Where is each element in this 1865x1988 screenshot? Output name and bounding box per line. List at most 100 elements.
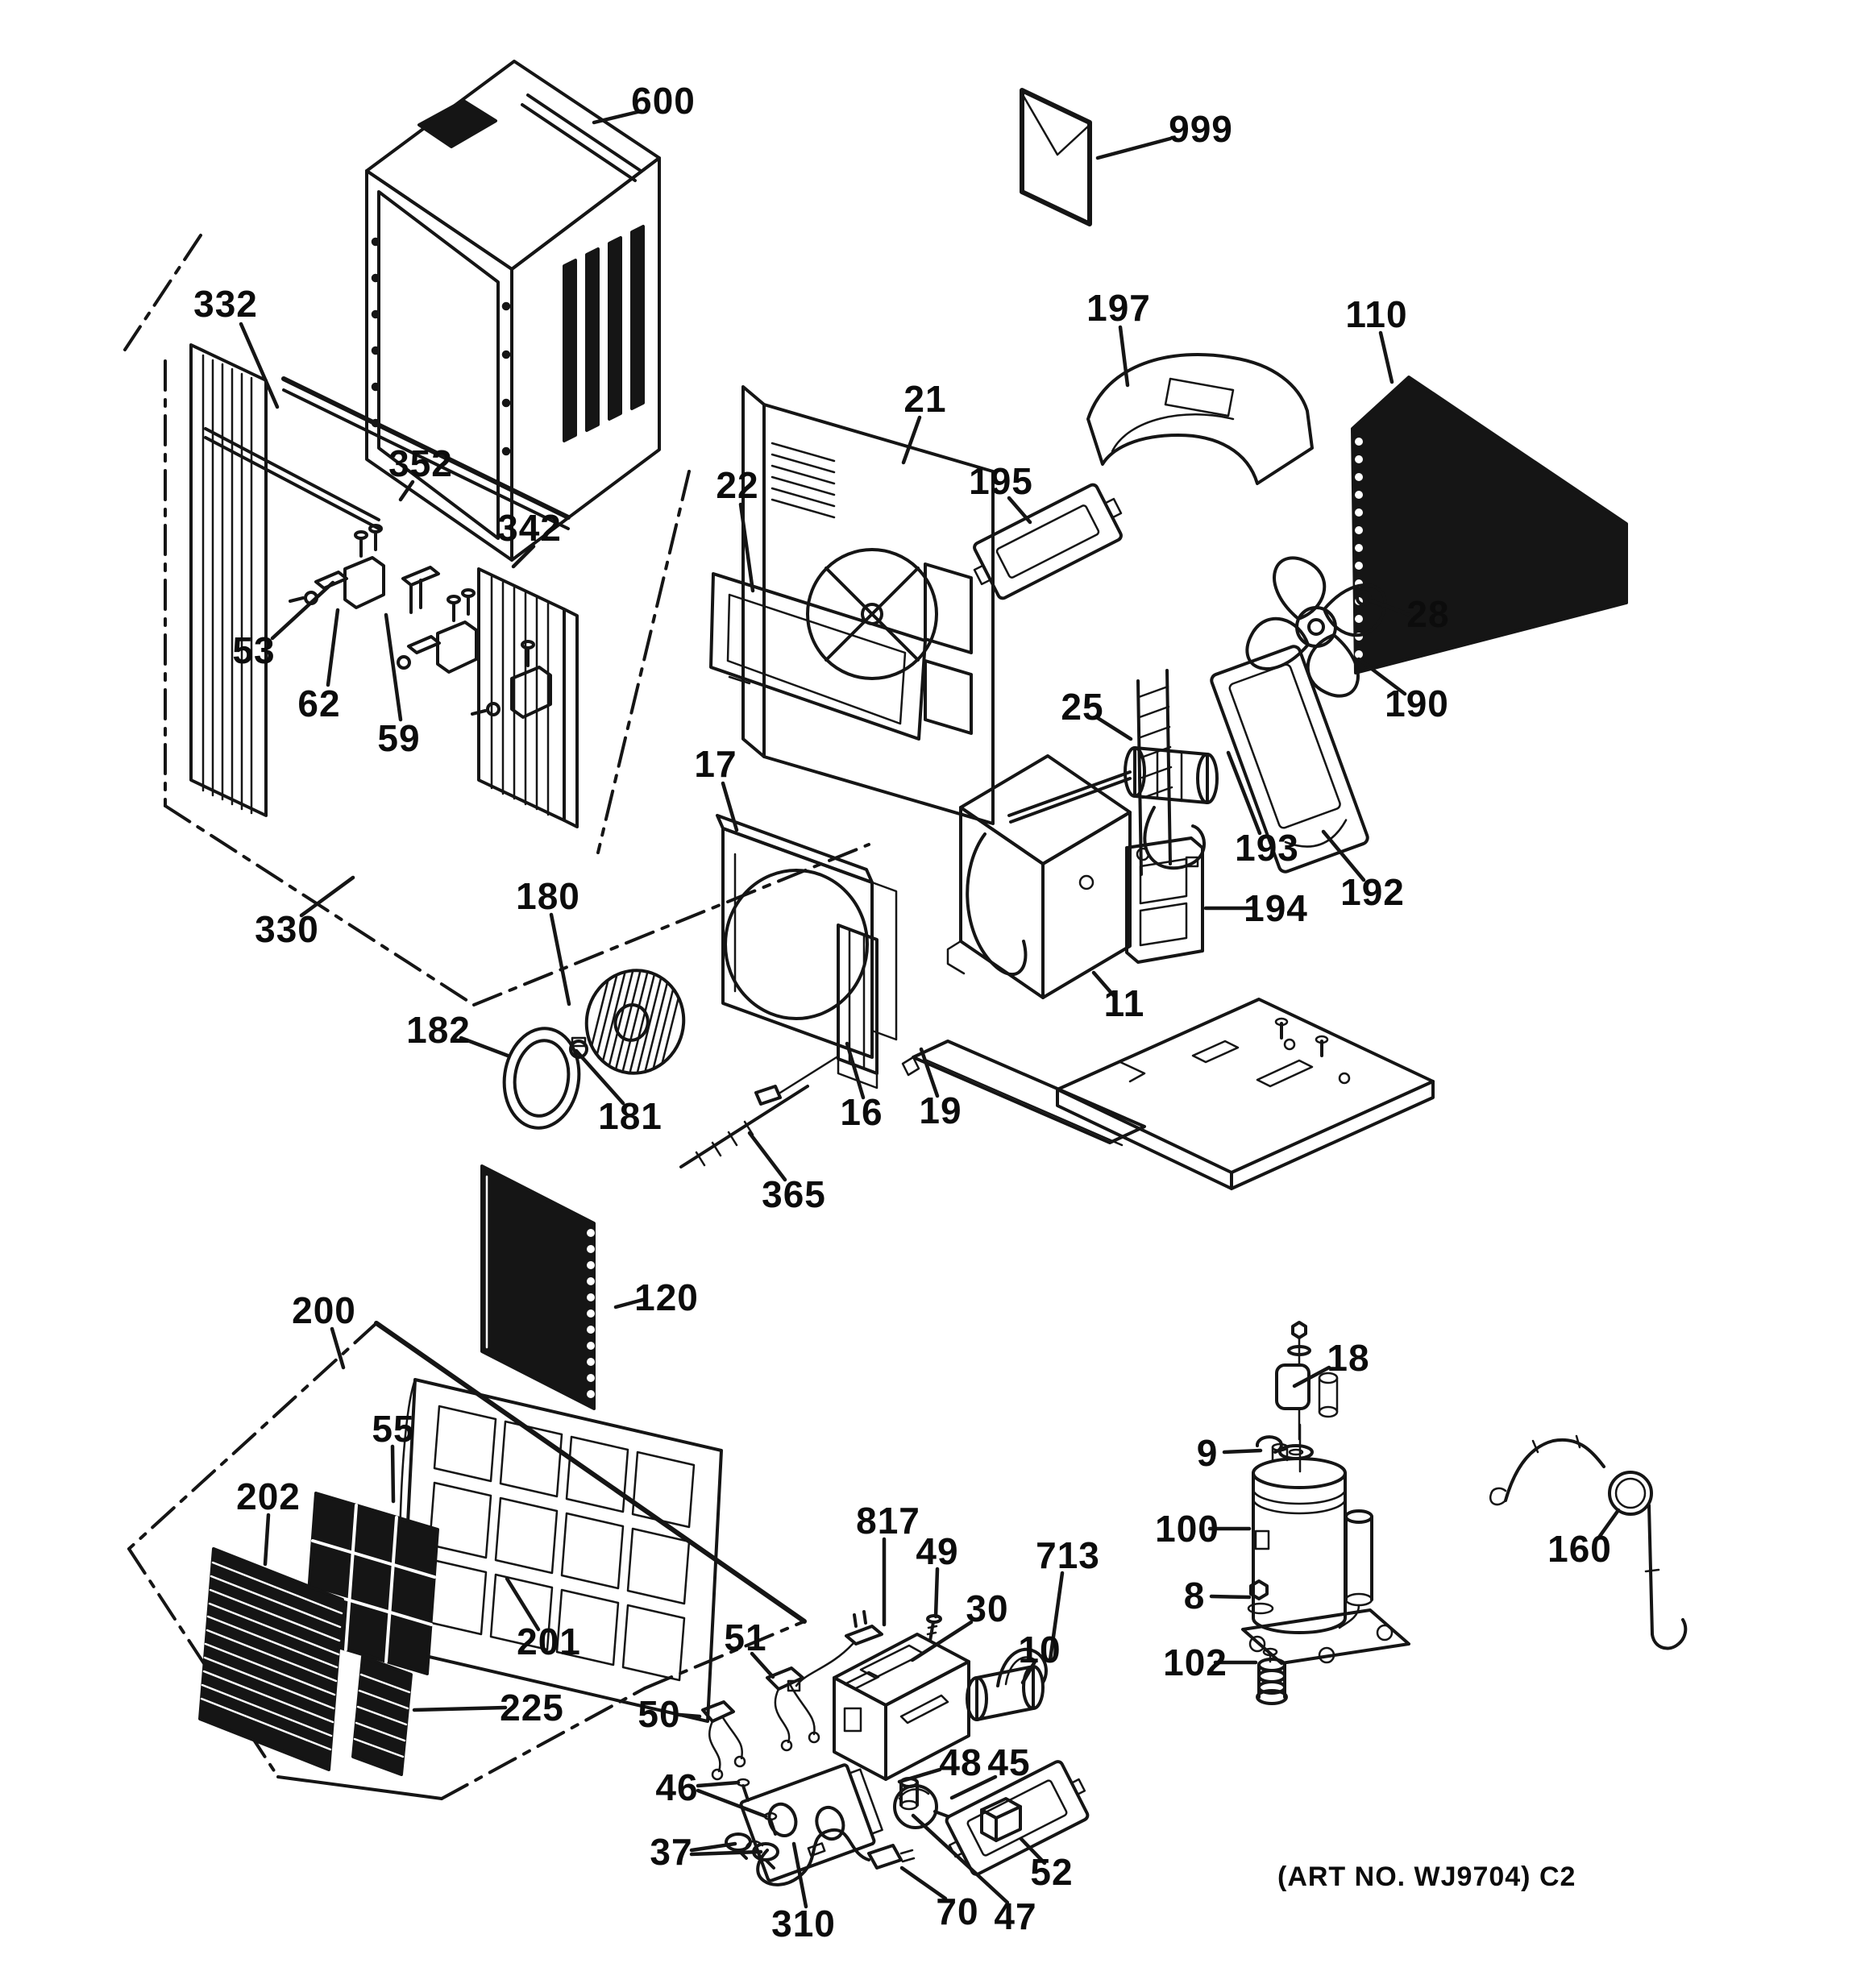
leader-line-53 (270, 580, 335, 641)
leader-line-120 (613, 1297, 648, 1309)
part-label-193: 193 (1235, 827, 1299, 869)
evap-coil-120-sketch (480, 1164, 596, 1410)
blower-wheel-180-sketch (584, 969, 686, 1075)
leader-line-201 (505, 1576, 541, 1632)
washer-9-sketch (1255, 1435, 1314, 1460)
part-label-50: 50 (638, 1693, 681, 1735)
leader-line-59 (384, 612, 403, 722)
envelope-999-sketch (1020, 88, 1092, 226)
part-label-45: 45 (987, 1741, 1031, 1783)
orifice-192-sketch (1210, 645, 1369, 874)
part-label-102: 102 (1163, 1641, 1227, 1683)
part-label-8: 8 (1183, 1575, 1206, 1617)
inlet-grille-202-sketch (198, 1547, 344, 1771)
part-label-332: 332 (193, 283, 258, 325)
part-label-817: 817 (856, 1500, 920, 1542)
leader-line-51 (750, 1651, 775, 1679)
clamp-181-sketch (569, 1036, 588, 1059)
part-label-192: 192 (1340, 871, 1405, 913)
harness-50-sketch (701, 1700, 746, 1781)
leader-line-45 (949, 1774, 998, 1800)
condenser-110-sketch (1351, 376, 1628, 674)
part-label-352: 352 (388, 442, 453, 484)
leader-line-342 (511, 544, 536, 569)
leader-line-190 (1356, 657, 1407, 696)
leader-line-17 (721, 781, 739, 832)
leader-line-225 (412, 1705, 508, 1712)
leader-line-182 (459, 1036, 510, 1058)
leader-line-21 (901, 415, 922, 465)
part-label-11: 11 (1103, 982, 1145, 1024)
grommet-102-sketch (1256, 1647, 1288, 1705)
leader-line-110 (1378, 330, 1394, 384)
brackets-53-62-59-sketch (289, 524, 552, 719)
part-label-47: 47 (994, 1895, 1037, 1937)
leader-line-48 (897, 1767, 942, 1784)
foam-seal-22-sketch (709, 572, 927, 741)
leader-line-46 (696, 1780, 741, 1788)
part-label-999: 999 (1169, 108, 1233, 150)
top-rail-352-sketch (204, 376, 571, 530)
part-label-225: 225 (500, 1687, 564, 1729)
part-label-51: 51 (724, 1617, 767, 1658)
leader-line-49 (933, 1567, 940, 1619)
leader-line-180 (549, 912, 571, 1006)
part-label-180: 180 (516, 875, 580, 917)
leader-line-37 (689, 1849, 763, 1857)
leader-line-160 (1596, 1508, 1621, 1541)
part-label-310: 310 (771, 1903, 836, 1944)
leader-line-195 (1007, 496, 1032, 525)
nut-8-sketch (1247, 1579, 1274, 1615)
switch-45-sketch (980, 1797, 1022, 1842)
leader-line-52 (1019, 1837, 1047, 1866)
leader-line-193 (1226, 750, 1262, 836)
part-label-160: 160 (1547, 1528, 1612, 1570)
part-label-37: 37 (650, 1831, 693, 1873)
leader-line-600 (592, 109, 643, 125)
part-label-9: 9 (1196, 1432, 1219, 1474)
leader-line-16 (845, 1041, 866, 1100)
part-label-30: 30 (966, 1587, 1009, 1629)
leader-line-19 (919, 1047, 940, 1098)
part-label-197: 197 (1086, 287, 1151, 329)
leader-line-197 (1118, 325, 1130, 388)
part-label-10: 10 (1018, 1629, 1061, 1671)
overload-47-sketch (893, 1784, 949, 1829)
power-cord-70-sketch (745, 1828, 916, 1886)
side-grille-225-sketch (351, 1655, 413, 1776)
harness-51-sketch (766, 1666, 820, 1752)
part-label-365: 365 (762, 1173, 826, 1215)
leader-line-70 (899, 1866, 948, 1901)
leader-line-310 (791, 1841, 808, 1909)
thermistor-365-sketch (679, 1056, 838, 1168)
part-label-194: 194 (1244, 887, 1308, 929)
leader-line-50 (677, 1712, 702, 1719)
leader-line-47 (911, 1813, 1010, 1905)
frame-195-sketch (973, 483, 1123, 600)
motor-25-sketch (1007, 746, 1219, 824)
leader-line-9 (1222, 1448, 1263, 1455)
leader-line-202 (263, 1513, 271, 1567)
switch-817-sketch (787, 1610, 883, 1692)
mount-18-sketch (1275, 1321, 1339, 1441)
part-label-342: 342 (497, 507, 562, 549)
part-label-53: 53 (232, 629, 276, 671)
retainer-ring-182-sketch (502, 1027, 581, 1130)
leader-lines (239, 109, 1621, 1909)
leader-line-11 (1091, 970, 1118, 1000)
part-label-52: 52 (1030, 1851, 1074, 1893)
leader-line-25 (1095, 716, 1133, 741)
leader-line-200 (330, 1326, 346, 1370)
tubing-160-sketch (1489, 1434, 1688, 1650)
part-label-62: 62 (297, 683, 341, 724)
cabinet-600-sketch (365, 60, 661, 562)
part-label-713: 713 (1036, 1534, 1100, 1576)
part-label-25: 25 (1061, 686, 1104, 728)
compressor-100-sketch (1241, 1423, 1410, 1665)
part-label-21: 21 (903, 378, 947, 420)
part-label-120: 120 (634, 1276, 699, 1318)
motor-bracket-194-sketch (1125, 836, 1204, 964)
